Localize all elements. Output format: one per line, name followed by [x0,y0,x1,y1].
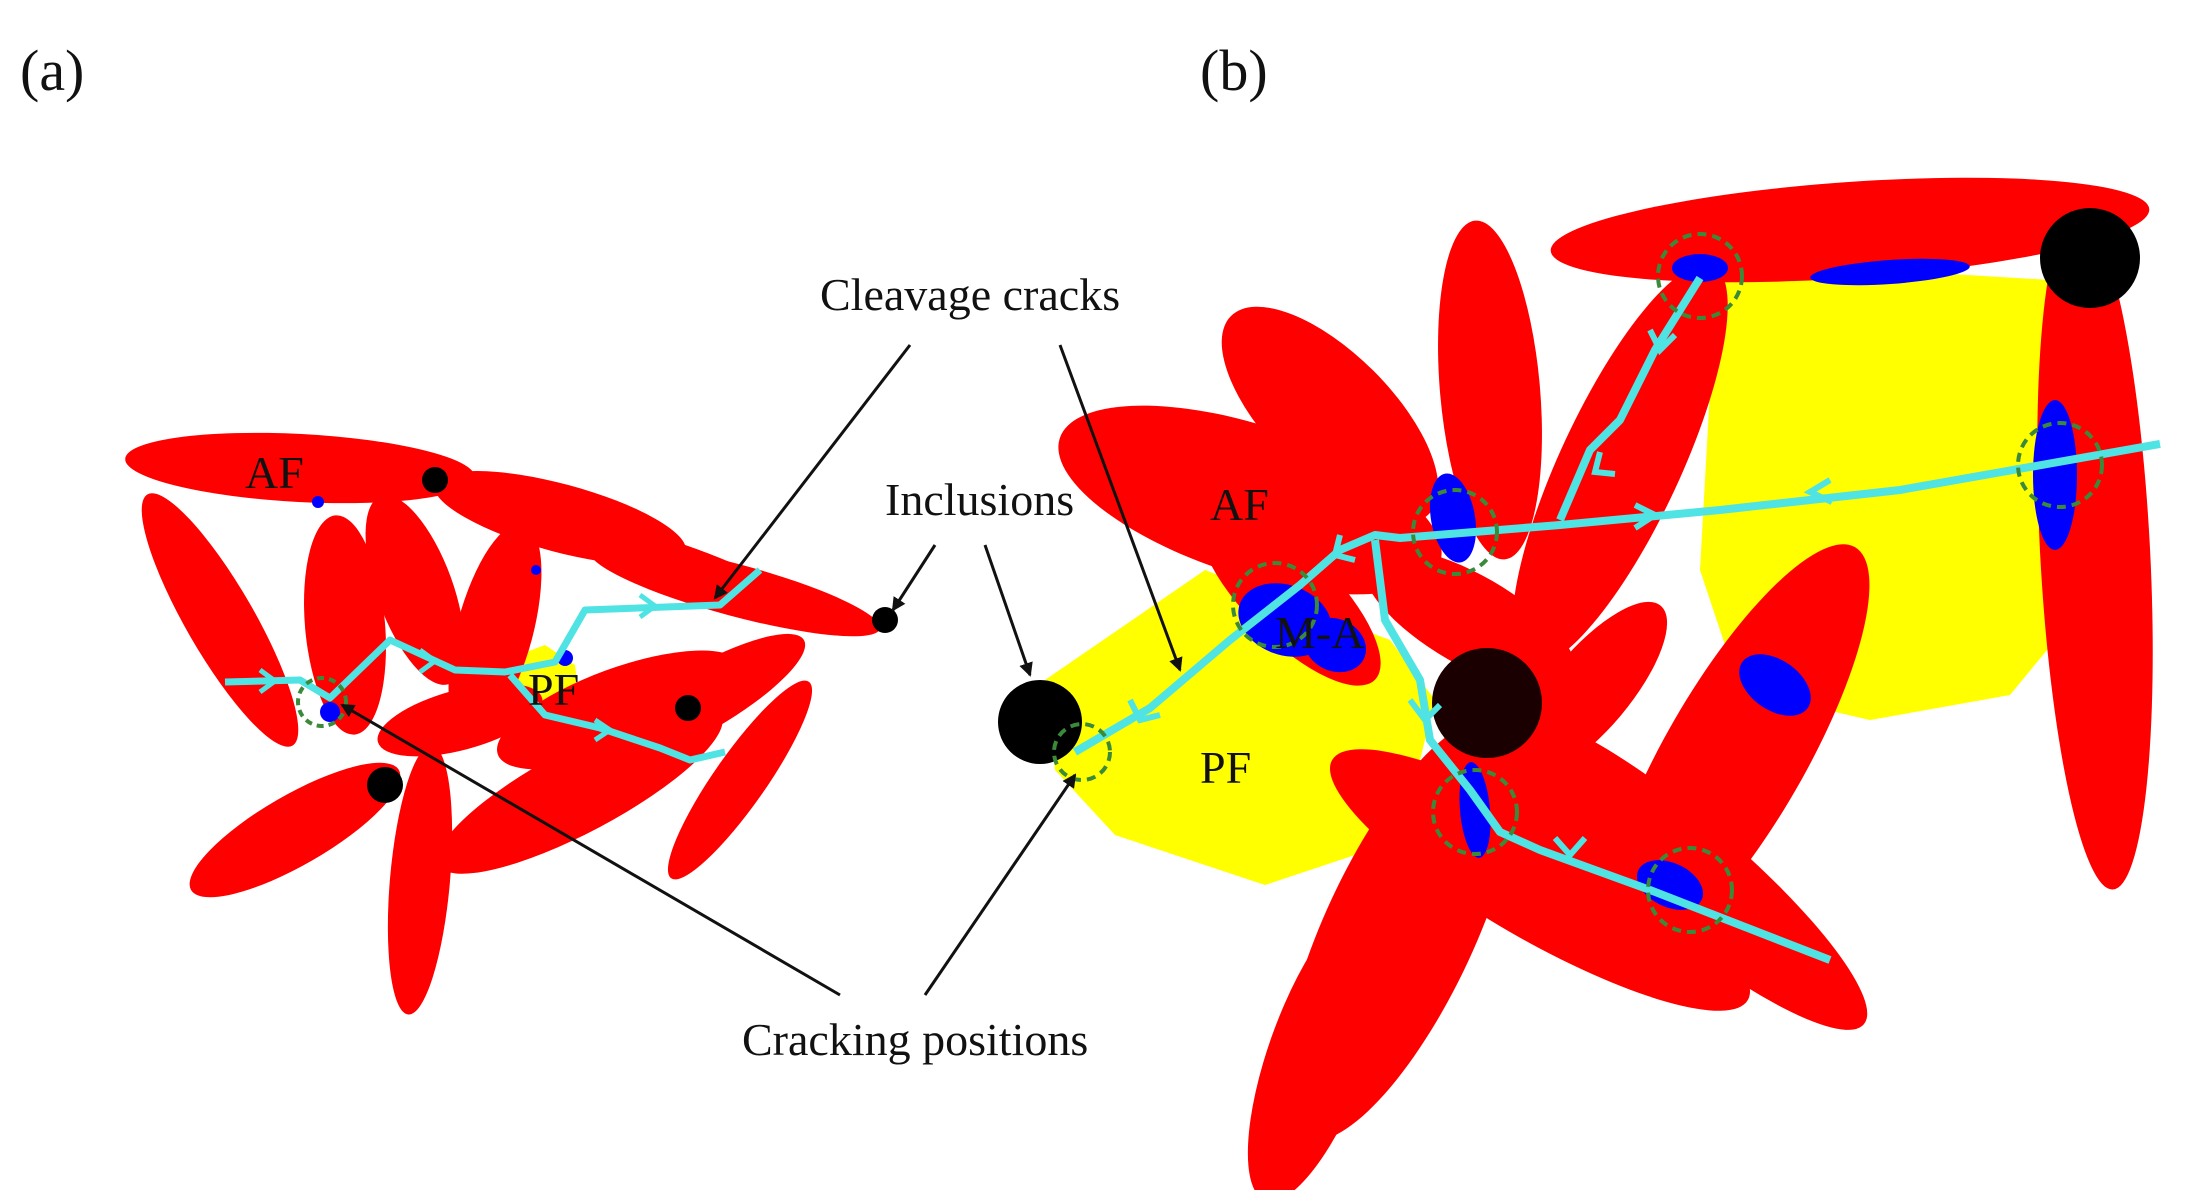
panel-a-acicular-ferrite [125,432,881,1015]
panel-b-acicular-ferrite [1058,177,2153,1190]
panel-a-inclusions [367,467,898,803]
cleavage-cracks-label: Cleavage cracks [820,269,1120,320]
panel-a-crack-direction-marks [258,592,660,743]
panel-a-pf-label: PF [528,664,579,715]
callout-arrows [340,344,1183,997]
panel-b-crack-paths [1072,275,2161,964]
arrow-cleavage-to-b [1058,344,1183,672]
cracking-positions-label: Cracking positions [742,1014,1088,1065]
panel-b-af-label: AF [1210,479,1269,530]
panel-a-af-label: AF [245,447,304,498]
inclusions-label: Inclusions [885,474,1074,525]
arrow-cracking-to-b [923,773,1077,996]
panel-b-inclusions [998,208,2140,764]
panel-b-label: (b) [1200,38,1268,103]
callouts: Cleavage cracks Inclusions Cracking posi… [340,269,1183,1065]
panel-a: (a) [20,38,898,1015]
panel-b-ma-islands [1238,254,2077,910]
panel-b-pf-label: PF [1200,742,1251,793]
arrow-cracking-to-a [340,703,841,997]
panel-b-ma-label: M-A [1275,607,1364,658]
panel-a-cracking-position [296,676,348,728]
arrow-cleavage-to-a [713,344,912,600]
arrow-inclusions-to-a [891,544,937,612]
panel-a-label: (a) [20,38,84,103]
panel-a-crack-branch [507,672,726,764]
arrow-inclusions-to-b [983,544,1033,677]
panel-b-cracking-positions [1052,232,2104,934]
panel-b: (b) [998,38,2161,1190]
panel-b-crack-direction-marks [1127,328,1834,860]
